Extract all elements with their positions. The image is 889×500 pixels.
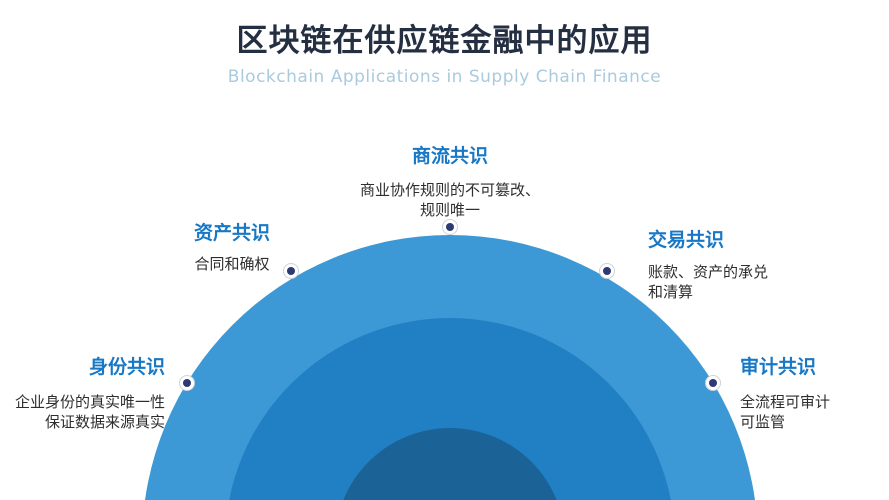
node-audit-consensus: 审计共识 全流程可审计 可监管 (740, 355, 880, 432)
node-business-description: 商业协作规则的不可篡改、 规则唯一 (359, 180, 540, 219)
node-asset-description: 合同和确权 (194, 254, 270, 273)
marker-dot-asset-core (287, 267, 295, 275)
node-identity-description: 企业身份的真实唯一性 保证数据来源真实 (14, 392, 165, 431)
marker-dot-business-core (446, 223, 454, 231)
marker-dot-audit-core (709, 379, 717, 387)
node-audit-title: 审计共识 (740, 356, 817, 378)
marker-dot-identity-core (183, 379, 191, 387)
node-trade-title: 交易共识 (648, 229, 725, 251)
node-identity-consensus: 身份共识 企业身份的真实唯一性 保证数据来源真实 (0, 355, 165, 432)
node-business-consensus: 商流共识 商业协作规则的不可篡改、 规则唯一 (310, 144, 590, 220)
page-title: 区块链在供应链金融中的应用 (236, 23, 653, 59)
node-trade-consensus: 交易共识 账款、资产的承兑 和清算 (648, 228, 833, 302)
header: 区块链在供应链金融中的应用 Blockchain Applications in… (0, 23, 889, 87)
marker-dot-identity (179, 375, 195, 391)
node-business-title: 商流共识 (411, 145, 488, 167)
node-trade-description: 账款、资产的承兑 和清算 (648, 262, 769, 301)
marker-dot-trade-core (603, 267, 611, 275)
node-identity-title: 身份共识 (88, 356, 165, 378)
marker-dot-asset (283, 263, 299, 279)
marker-dot-business (442, 219, 458, 235)
marker-dot-trade (599, 263, 615, 279)
marker-dot-audit (705, 375, 721, 391)
node-asset-title: 资产共识 (193, 222, 270, 244)
node-asset-consensus: 资产共识 合同和确权 (157, 221, 307, 274)
page-subtitle: Blockchain Applications in Supply Chain … (227, 66, 662, 87)
node-audit-description: 全流程可审计 可监管 (740, 392, 831, 431)
